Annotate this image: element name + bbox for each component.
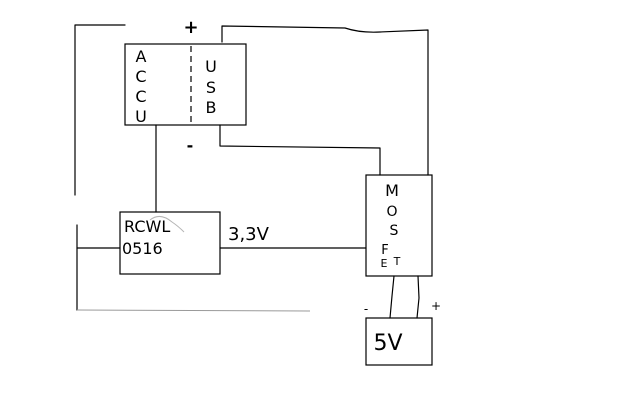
mosfet-letter-t: T [393,255,401,268]
wire-load-positive [416,275,420,319]
battery-usb-module: A C C U U S B + - [124,17,247,155]
load-box [365,317,433,366]
wire-top-positive [221,25,429,176]
load-minus-label: - [364,302,368,316]
sensor-label-line2: 0516 [122,239,163,258]
mosfet-letter-f: F [381,243,388,258]
wire-bottom-ground [76,309,311,312]
load-plus-label: + [431,299,441,313]
mosfet-module: M O S F E T [365,174,433,277]
mosfet-box [365,174,433,277]
sensor-module: RCWL 0516 [119,211,221,275]
sensor-box [119,211,221,275]
mosfet-letter-m: M [385,181,399,200]
load-module: 5V - + [364,299,441,366]
mosfet-letter-e: E [381,257,388,270]
mosfet-letter-o: O [386,204,397,220]
accu-letter-u: U [135,107,147,126]
usb-letter-u: U [205,57,217,76]
accu-letter-c1: C [135,67,146,86]
accu-letter-a: A [136,47,147,66]
wire-left-loop [74,24,126,196]
negative-terminal-label: - [187,136,194,155]
accu-letter-c2: C [135,87,146,106]
usb-letter-b: B [206,98,217,117]
load-voltage-label: 5V [373,331,402,356]
sensor-label-line1: RCWL [124,217,170,236]
battery-usb-box [124,43,247,126]
wire-usb-to-mosfet [219,124,381,176]
signal-voltage-label: 3,3V [228,224,270,245]
usb-letter-s: S [206,78,216,97]
sensor-scribble [149,216,185,233]
wire-load-negative [389,275,395,319]
mosfet-letter-s: S [390,223,399,239]
positive-terminal-label: + [183,17,198,38]
